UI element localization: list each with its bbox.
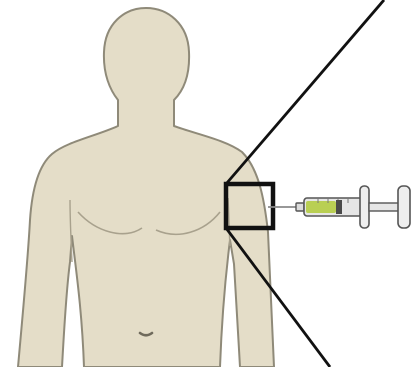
syringe-icon: [268, 186, 410, 228]
torso-silhouette: [18, 8, 274, 367]
syringe-stopper: [336, 200, 342, 214]
callout-line-top: [226, 0, 384, 184]
syringe-thumb-rest: [398, 186, 410, 228]
human-torso-figure: [18, 8, 274, 367]
syringe-flange: [360, 186, 369, 228]
syringe-plunger-rod: [369, 203, 399, 211]
syringe-hub: [296, 203, 304, 211]
syringe-fluid: [306, 201, 336, 213]
